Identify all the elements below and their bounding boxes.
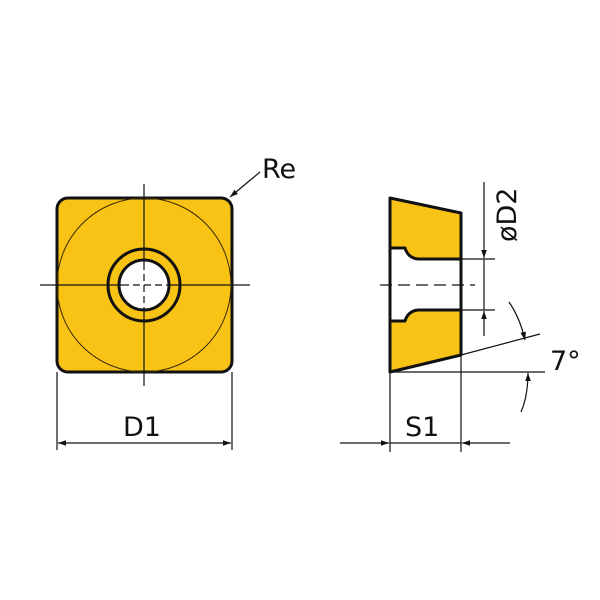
angle-arc-top	[508, 301, 526, 341]
label-angle: 7°	[550, 346, 581, 377]
label-d1: D1	[123, 412, 161, 443]
front-view: Re D1	[40, 154, 296, 450]
angle-flank-line	[460, 333, 541, 356]
re-leader	[229, 171, 261, 198]
label-d2: øD2	[492, 188, 523, 243]
side-view: øD2 S1 7°	[340, 182, 581, 452]
label-s1: S1	[405, 412, 439, 443]
angle-arc-bottom	[520, 372, 531, 413]
label-re: Re	[262, 154, 296, 185]
